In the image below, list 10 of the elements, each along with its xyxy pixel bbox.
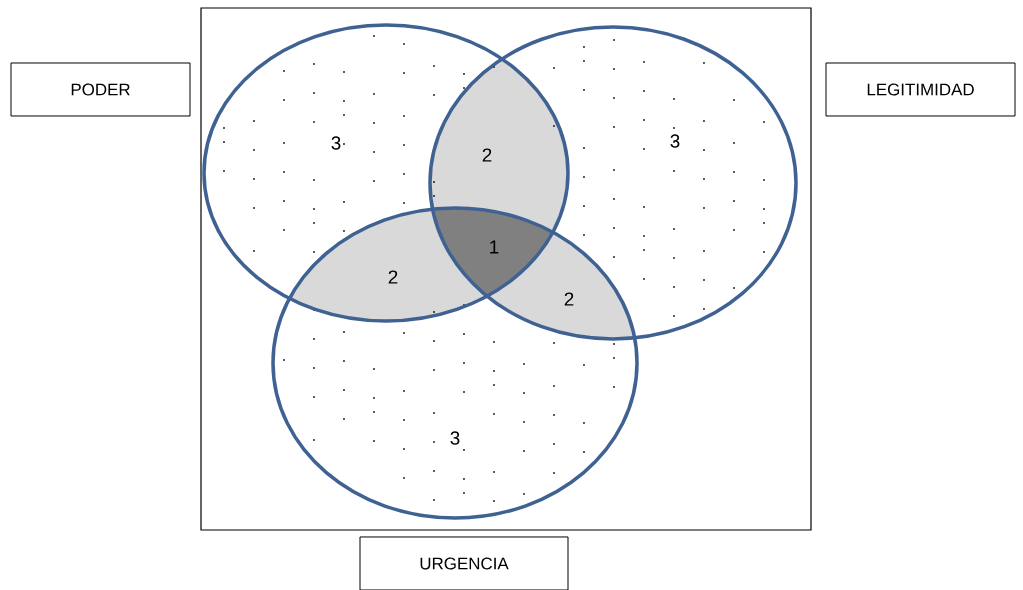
region-number: 1 xyxy=(490,240,499,254)
region-number: 2 xyxy=(388,270,398,284)
region-number: 3 xyxy=(450,431,460,445)
region-number: 3 xyxy=(331,136,341,150)
label-box: LEGITIMIDAD xyxy=(825,62,1016,117)
label-box: PODER xyxy=(10,62,191,117)
label-box: URGENCIA xyxy=(359,536,569,590)
region-number: 2 xyxy=(482,148,492,162)
region-number: 3 xyxy=(670,134,680,148)
region-number: 2 xyxy=(564,292,574,306)
